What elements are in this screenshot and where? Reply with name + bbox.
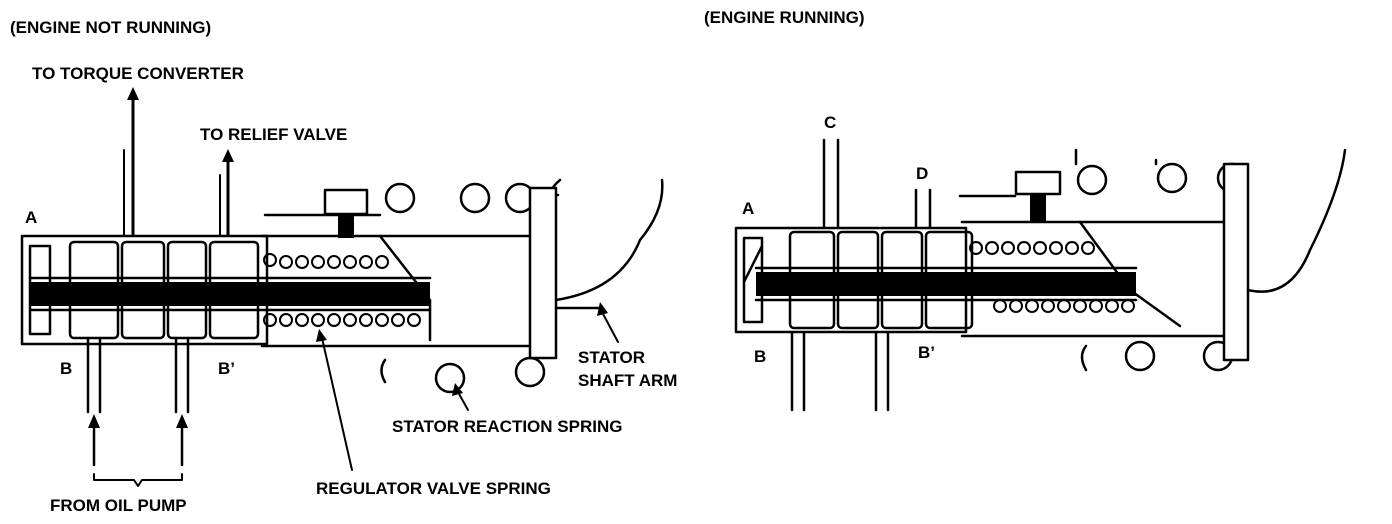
port-a-label-not-running: A [25, 208, 37, 227]
port-b-prime-label-running: B’ [918, 343, 935, 362]
port-c-label: C [824, 113, 836, 132]
port-b-prime-label-not-running: B’ [218, 359, 235, 378]
label-to-torque-converter: TO TORQUE CONVERTER [32, 64, 244, 83]
oil-pump-inlets [86, 336, 190, 487]
panel-title-running: (ENGINE RUNNING) [704, 8, 865, 27]
torque-converter-arrow [127, 87, 139, 238]
regulator-valve-spool [20, 234, 432, 346]
label-stator-reaction-spring: STATOR REACTION SPRING [392, 417, 622, 436]
regulator-valve-spring [263, 253, 421, 327]
port-b-label-running: B [754, 347, 766, 366]
port-d-label: D [916, 164, 928, 183]
label-regulator-valve-spring: REGULATOR VALVE SPRING [316, 479, 551, 498]
port-b-label-not-running: B [60, 359, 72, 378]
panel-engine-running: (ENGINE RUNNING) C D A B B’ [704, 8, 1347, 412]
stator-reaction-spring-running [1074, 148, 1248, 372]
label-stator-line1: STATOR [578, 348, 645, 367]
stator-shaft-arm [528, 178, 664, 360]
running-passages [790, 138, 932, 412]
relief-valve-arrow [222, 149, 234, 238]
label-from-oil-pump: FROM OIL PUMP [50, 496, 187, 515]
panel-title-not-running: (ENGINE NOT RUNNING) [10, 18, 211, 37]
label-stator-line2: SHAFT ARM [578, 371, 677, 390]
port-a-label-running: A [742, 199, 754, 218]
leader-stator-shaft-arm [597, 302, 619, 343]
regulator-valve-spool-running [734, 226, 1138, 334]
leader-stator-reaction-spring [452, 383, 469, 411]
regulator-valve-spring-running [969, 241, 1135, 313]
stator-shaft-arm-running [1222, 148, 1347, 362]
panel-engine-not-running: (ENGINE NOT RUNNING) TO TORQUE CONVERTER… [10, 18, 677, 515]
label-to-relief-valve: TO RELIEF VALVE [200, 125, 347, 144]
leader-regulator-valve-spring [316, 329, 353, 471]
